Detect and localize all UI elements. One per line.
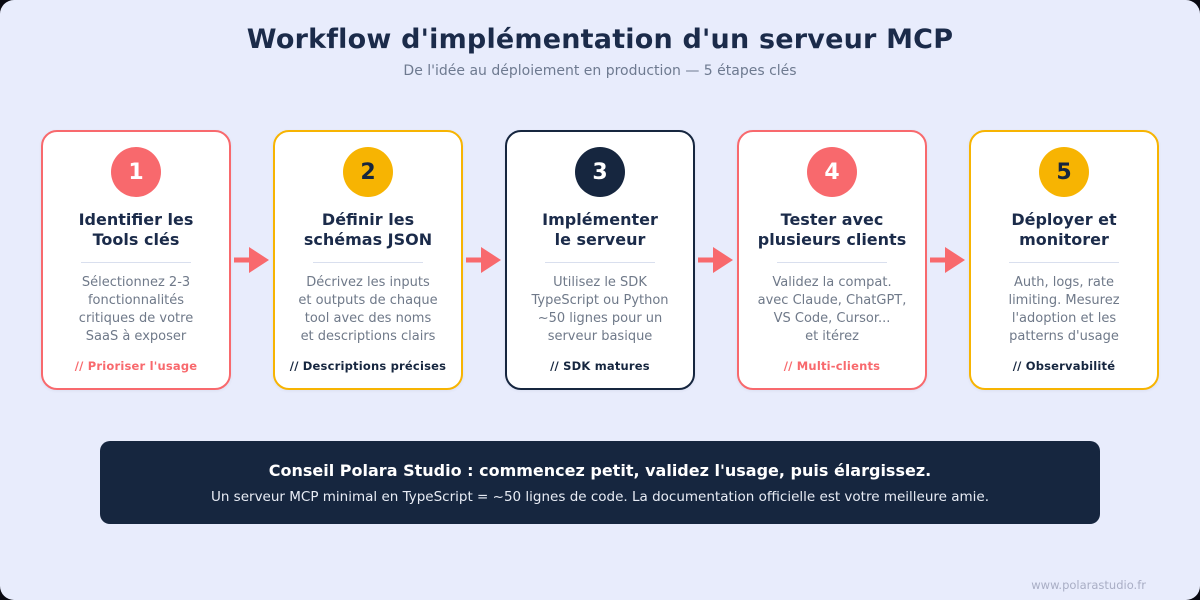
page-subtitle: De l'idée au déploiement en production —… bbox=[403, 63, 797, 79]
step-tag: // Descriptions précises bbox=[289, 359, 447, 373]
step-card: 3 Implémenter le serveur Utilisez le SDK… bbox=[505, 130, 695, 390]
step-title: Implémenter le serveur bbox=[542, 210, 658, 249]
arrow-cell bbox=[463, 130, 505, 390]
arrow-icon bbox=[234, 247, 269, 273]
step-description: Sélectionnez 2-3 fonctionnalités critiqu… bbox=[78, 275, 194, 344]
step-title: Définir les schémas JSON bbox=[303, 210, 433, 249]
step-tag: // SDK matures bbox=[550, 359, 650, 373]
arrow-icon bbox=[466, 247, 501, 273]
step-description: Décrivez les inputs et outputs de chaque… bbox=[298, 275, 438, 344]
step-description: Utilisez le SDK TypeScript ou Python ~50… bbox=[531, 275, 669, 344]
step-description: Auth, logs, rate limiting. Mesurez l'ado… bbox=[1008, 275, 1120, 344]
arrow-icon bbox=[930, 247, 965, 273]
step-card: 4 Tester avec plusieurs clients Validez … bbox=[737, 130, 927, 390]
tip-banner: Conseil Polara Studio : commencez petit,… bbox=[100, 441, 1100, 524]
step-description: Validez la compat. avec Claude, ChatGPT,… bbox=[757, 275, 907, 344]
step-tag: // Prioriser l'usage bbox=[74, 359, 198, 373]
tip-banner-subtitle: Un serveur MCP minimal en TypeScript = ~… bbox=[210, 489, 990, 505]
header: Workflow d'implémentation d'un serveur M… bbox=[0, 0, 1200, 80]
tip-banner-title: Conseil Polara Studio : commencez petit,… bbox=[268, 461, 932, 480]
step-title: Tester avec plusieurs clients bbox=[757, 210, 907, 249]
arrow-icon bbox=[698, 247, 733, 273]
step-tag: // Multi-clients bbox=[783, 359, 881, 373]
arrow-cell bbox=[927, 130, 969, 390]
page-title: Workflow d'implémentation d'un serveur M… bbox=[246, 24, 954, 55]
workflow-steps: 1 Identifier les Tools clés Sélectionnez… bbox=[0, 130, 1200, 390]
step-number-badge: 4 bbox=[807, 147, 857, 197]
arrow-cell bbox=[695, 130, 737, 390]
step-title: Identifier les Tools clés bbox=[78, 210, 194, 249]
step-number-badge: 1 bbox=[111, 147, 161, 197]
divider bbox=[1009, 262, 1119, 263]
divider bbox=[545, 262, 655, 263]
step-number-badge: 3 bbox=[575, 147, 625, 197]
step-tag: // Observabilité bbox=[1012, 359, 1116, 373]
step-card: 2 Définir les schémas JSON Décrivez les … bbox=[273, 130, 463, 390]
divider bbox=[777, 262, 887, 263]
divider bbox=[81, 262, 191, 263]
step-title: Déployer et monitorer bbox=[1011, 210, 1117, 249]
step-card: 5 Déployer et monitorer Auth, logs, rate… bbox=[969, 130, 1159, 390]
step-card: 1 Identifier les Tools clés Sélectionnez… bbox=[41, 130, 231, 390]
step-number-badge: 2 bbox=[343, 147, 393, 197]
arrow-cell bbox=[231, 130, 273, 390]
step-number-badge: 5 bbox=[1039, 147, 1089, 197]
watermark-text: www.polarastudio.fr bbox=[1031, 578, 1146, 592]
divider bbox=[313, 262, 423, 263]
